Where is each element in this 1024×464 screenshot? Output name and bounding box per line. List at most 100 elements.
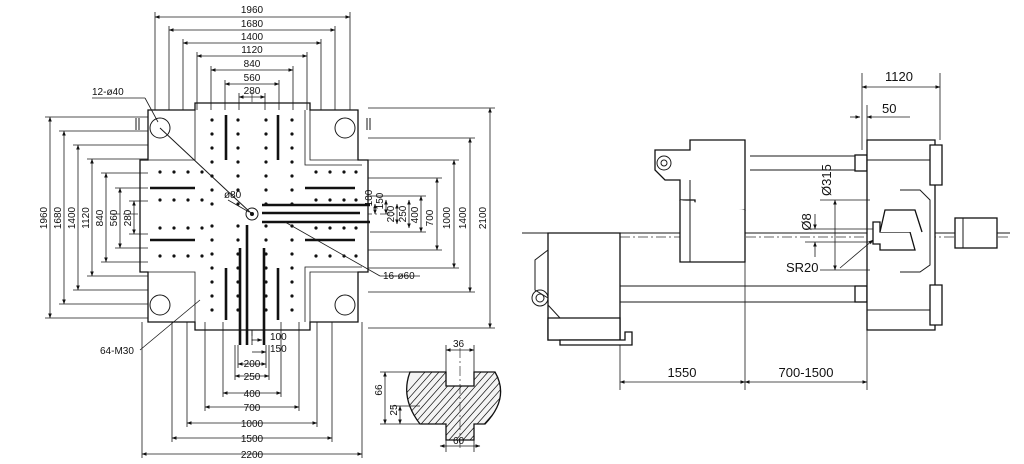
threaded-hole <box>314 254 318 258</box>
dim-bottom-1000: 1000 <box>241 419 264 430</box>
slot-section-body <box>406 371 502 441</box>
dim-bottom-400: 400 <box>244 389 261 400</box>
threaded-hole <box>290 266 294 270</box>
moving-platen-toggle <box>559 331 633 346</box>
threaded-hole <box>172 198 176 202</box>
dim-right-250: 250 <box>398 205 409 222</box>
threaded-hole <box>264 238 268 242</box>
threaded-hole <box>290 118 294 122</box>
dim-nozzle-hole: Ø8 <box>799 213 814 230</box>
threaded-hole <box>210 146 214 150</box>
dim-top-560: 560 <box>244 73 261 84</box>
threaded-hole <box>236 174 240 178</box>
threaded-hole <box>290 202 294 206</box>
threaded-hole <box>236 146 240 150</box>
threaded-hole <box>314 198 318 202</box>
tie-bar-hole-bottom-right <box>334 294 356 316</box>
platen-callouts: 12-ø40 ø80 16-ø60 64-M30 <box>92 87 420 357</box>
dim-left-840: 840 <box>95 209 106 226</box>
dim-right-100: 100 <box>364 189 375 206</box>
dim-bottom-100: 100 <box>270 332 287 343</box>
callout-tie-bar-holes: 12-ø40 <box>92 87 124 98</box>
threaded-hole <box>290 188 294 192</box>
threaded-hole <box>290 308 294 312</box>
threaded-hole <box>186 198 190 202</box>
threaded-hole <box>210 132 214 136</box>
tie-bar-hole-bottom-left <box>149 294 171 316</box>
threaded-hole <box>328 254 332 258</box>
dim-top-1960: 1960 <box>241 5 264 16</box>
threaded-hole <box>354 198 358 202</box>
center-bore <box>245 207 259 221</box>
threaded-hole <box>236 160 240 164</box>
dim-nozzle-gap: 50 <box>882 101 896 116</box>
dim-stroke: 1550 <box>668 365 697 380</box>
threaded-hole <box>236 308 240 312</box>
threaded-hole <box>342 226 346 230</box>
threaded-hole <box>314 226 318 230</box>
threaded-hole <box>264 280 268 284</box>
dim-overall-width: 1120 <box>885 69 913 84</box>
threaded-hole <box>290 160 294 164</box>
dim-bottom-150: 150 <box>270 344 287 355</box>
threaded-hole <box>210 174 214 178</box>
dim-daylight: 700-1500 <box>779 365 834 380</box>
threaded-hole <box>264 132 268 136</box>
threaded-hole <box>354 254 358 258</box>
threaded-hole <box>158 198 162 202</box>
dim-top-1120: 1120 <box>241 45 263 56</box>
threaded-hole <box>354 170 358 174</box>
dim-right-700: 700 <box>425 209 436 226</box>
threaded-hole <box>200 170 204 174</box>
threaded-hole <box>264 252 268 256</box>
dim-right-150: 150 <box>375 192 386 209</box>
dim-left-1680: 1680 <box>53 206 64 229</box>
threaded-hole <box>210 266 214 270</box>
threaded-hole <box>210 160 214 164</box>
dim-left-560: 560 <box>109 209 120 226</box>
dim-slot-depth: 66 <box>374 384 385 396</box>
dim-left-1400: 1400 <box>67 206 78 229</box>
threaded-hole <box>236 132 240 136</box>
bottom-dimension-chain: 100 150 200 250 400 700 1000 1500 2200 <box>141 322 363 461</box>
threaded-hole <box>210 294 214 298</box>
threaded-hole <box>264 174 268 178</box>
dim-left-1120: 1120 <box>81 207 92 229</box>
threaded-hole <box>172 254 176 258</box>
threaded-hole <box>236 238 240 242</box>
callout-threaded-holes: 64-M30 <box>100 346 134 357</box>
threaded-hole <box>342 198 346 202</box>
threaded-hole <box>172 170 176 174</box>
t-slots-horizontal <box>150 186 370 242</box>
dim-slot-bottom: 60 <box>453 436 465 447</box>
threaded-hole <box>210 238 214 242</box>
threaded-hole <box>264 266 268 270</box>
threaded-hole <box>236 188 240 192</box>
dim-top-1400: 1400 <box>241 32 264 43</box>
threaded-hole <box>328 170 332 174</box>
threaded-hole <box>290 280 294 284</box>
threaded-hole-pattern <box>158 118 358 312</box>
threaded-hole <box>290 146 294 150</box>
dim-top-1680: 1680 <box>241 19 264 30</box>
threaded-hole <box>354 226 358 230</box>
t-slot-section-view: 36 66 25 60 <box>374 339 502 452</box>
machine-side-view: 1120 50 Ø315 Ø8 SR20 1550 700-1500 <box>522 69 1010 390</box>
callout-screw-holes: 16-ø60 <box>383 271 415 282</box>
threaded-hole <box>186 254 190 258</box>
threaded-hole <box>210 252 214 256</box>
threaded-hole <box>264 118 268 122</box>
dim-bottom-700: 700 <box>244 403 261 414</box>
dim-nozzle-radius: SR20 <box>786 260 819 275</box>
threaded-hole <box>328 226 332 230</box>
threaded-hole <box>264 308 268 312</box>
left-dimension-chain: 1960 1680 1400 1120 840 560 280 <box>39 116 148 319</box>
dim-locating-ring: Ø315 <box>819 164 834 196</box>
threaded-hole <box>236 294 240 298</box>
threaded-hole <box>290 132 294 136</box>
right-dimension-chain: 2100 1400 1000 700 400 250 200 150 100 <box>364 107 495 329</box>
threaded-hole <box>290 252 294 256</box>
dim-bottom-250: 250 <box>244 372 261 383</box>
